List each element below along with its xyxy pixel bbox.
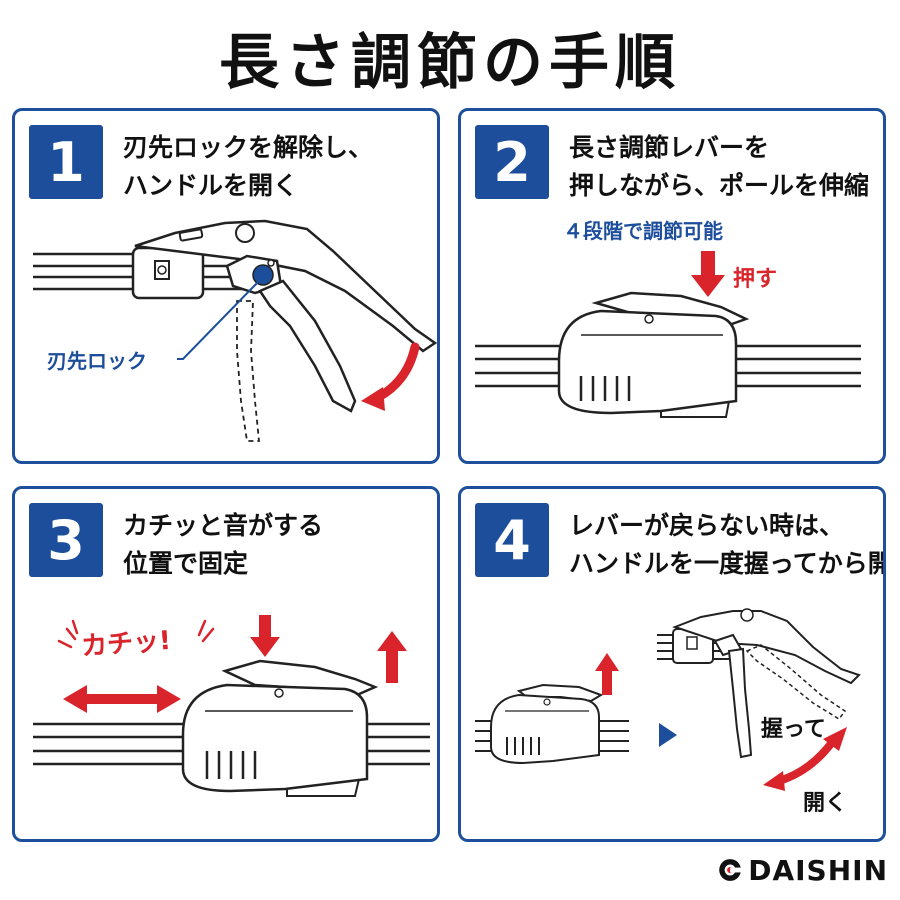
brand-logo: DAISHIN (718, 850, 888, 890)
step-1-illustration (33, 219, 437, 442)
step-instruction: レバーが戻らない時は、 ハンドルを一度握ってから開く (569, 511, 886, 578)
step-number: 1 (29, 125, 103, 199)
step-3-illustration (33, 615, 430, 797)
step-number: 3 (29, 503, 103, 577)
page-title: 長さ調節の手順 (219, 28, 681, 98)
blade-lock-label: 刃先ロック (47, 349, 147, 373)
open-label: 開く (803, 791, 848, 816)
step-number: 4 (475, 503, 549, 577)
click-sound-label: カチッ! (80, 625, 172, 663)
step-1-panel: 1 刃先ロックを解除し、 ハンドルを開く 刃先ロック (12, 108, 440, 464)
step-instruction: 長さ調節レバーを 押しながら、ポールを伸縮 (569, 133, 870, 200)
step-instruction: カチッと音がする 位置で固定 (123, 511, 324, 578)
step-4-panel: 4 レバーが戻らない時は、 ハンドルを一度握ってから開く 握って 開く (458, 486, 886, 842)
step-instruction: 刃先ロックを解除し、 ハンドルを開く (123, 133, 374, 200)
step-4-illustration (475, 608, 861, 791)
step-2-illustration (475, 251, 861, 418)
daishin-logo-icon (719, 859, 742, 881)
step-3-panel: 3 カチッと音がする 位置で固定 カチッ! (12, 486, 440, 842)
four-step-adjust-note: ４段階で調節可能 (563, 219, 723, 243)
step-2-panel: 2 長さ調節レバーを 押しながら、ポールを伸縮 ４段階で調節可能 押す (458, 108, 886, 464)
step-number: 2 (475, 125, 549, 199)
brand-name: DAISHIN (748, 853, 888, 887)
grip-label: 握って (761, 717, 826, 742)
push-label: 押す (733, 267, 778, 292)
